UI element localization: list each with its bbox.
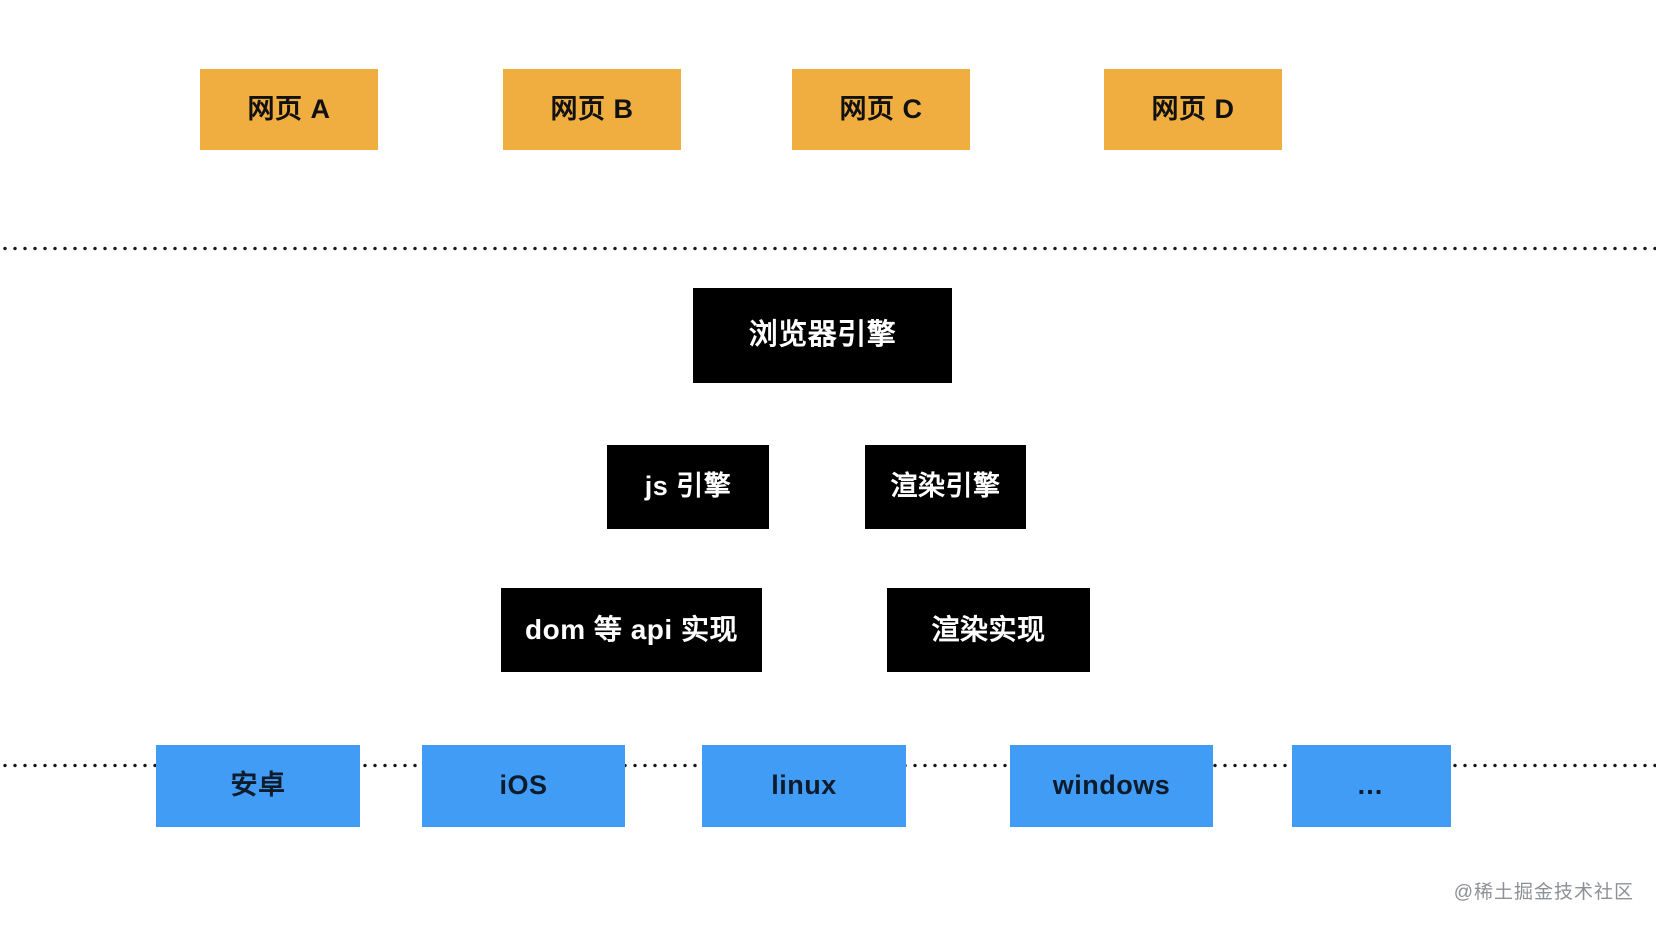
node-windows-label: windows (1052, 770, 1171, 801)
node-webpage-b-label: 网页 B (550, 93, 634, 124)
node-webpage-c[interactable]: 网页 C (792, 69, 970, 150)
node-more-label: … (1356, 770, 1387, 801)
node-dom-api-label: dom 等 api 实现 (525, 613, 738, 645)
node-render-engine-label: 渲染引擎 (890, 471, 1001, 502)
node-ios[interactable]: iOS (422, 745, 625, 827)
divider-top (0, 246, 1656, 251)
node-browser-engine[interactable]: 浏览器引擎 (693, 288, 952, 383)
node-js-engine[interactable]: js 引擎 (607, 445, 769, 529)
node-render-impl-label: 渲染实现 (931, 613, 1046, 645)
node-ios-label: iOS (499, 770, 548, 801)
node-render-impl[interactable]: 渲染实现 (887, 588, 1090, 672)
node-js-engine-label: js 引擎 (644, 471, 732, 502)
node-windows[interactable]: windows (1010, 745, 1213, 827)
node-dom-api[interactable]: dom 等 api 实现 (501, 588, 762, 672)
node-webpage-b[interactable]: 网页 B (503, 69, 681, 150)
node-webpage-d-label: 网页 D (1151, 93, 1235, 124)
node-android-label: 安卓 (230, 770, 286, 801)
node-webpage-a-label: 网页 A (247, 93, 331, 124)
node-webpage-c-label: 网页 C (839, 93, 923, 124)
node-webpage-a[interactable]: 网页 A (200, 69, 378, 150)
node-linux[interactable]: linux (702, 745, 906, 827)
node-android[interactable]: 安卓 (156, 745, 360, 827)
node-render-engine[interactable]: 渲染引擎 (865, 445, 1026, 529)
node-linux-label: linux (771, 770, 837, 801)
node-browser-engine-label: 浏览器引擎 (748, 318, 897, 351)
node-webpage-d[interactable]: 网页 D (1104, 69, 1282, 150)
node-more[interactable]: … (1292, 745, 1451, 827)
watermark: @稀土掘金技术社区 (1453, 882, 1634, 903)
